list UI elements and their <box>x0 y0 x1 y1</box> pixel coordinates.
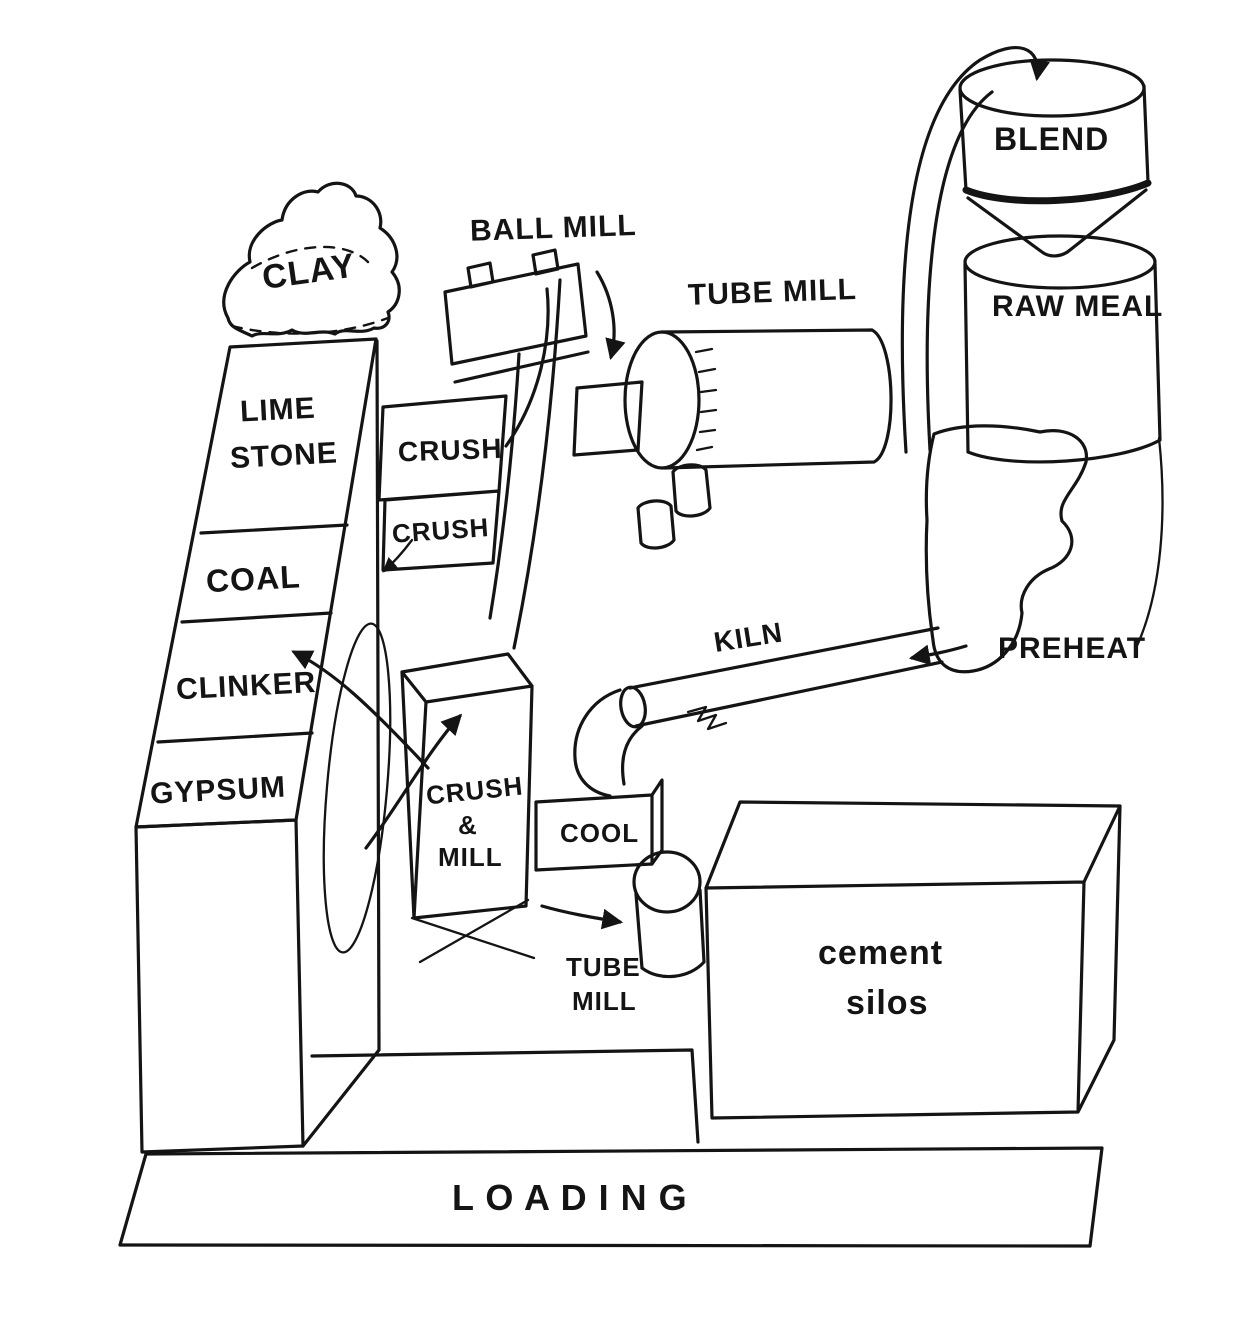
crush-and-mill: CRUSH & MILL <box>400 652 536 964</box>
label-ball-mill: BALL MILL <box>469 209 637 248</box>
blend-silo-top <box>958 58 1146 118</box>
kiln-squiggle <box>686 705 728 731</box>
stack-dividers <box>156 523 349 744</box>
kiln-left-end <box>619 685 647 729</box>
tube-mill-top: TUBE MILL <box>572 273 893 550</box>
label-coal: COAL <box>205 558 301 599</box>
label-limestone-line1: LIME <box>239 392 316 429</box>
ball-mill: BALL MILL <box>443 209 637 384</box>
cement-silos: cement silos <box>704 800 1122 1120</box>
blend-silo-sides <box>958 84 1150 192</box>
crushers: CRUSH CRUSH <box>377 394 508 572</box>
feed-to-crushmill-arrow <box>364 713 463 850</box>
clinker-return-arrow <box>291 650 430 770</box>
kiln-elbow-duct <box>573 688 644 798</box>
crusher-down-arrow <box>382 538 414 573</box>
tube-mill-body <box>660 328 893 470</box>
crushmill-to-tubemill-arrow <box>540 904 624 930</box>
preheater-to-kiln-arrow <box>908 644 968 666</box>
label-cement-line2: silos <box>846 984 928 1022</box>
tube-mill-bottom-body <box>634 888 706 979</box>
chute-curves <box>488 278 562 650</box>
raw-meal-body <box>963 262 1162 464</box>
flow-lines <box>291 270 626 954</box>
kiln-tube <box>628 626 944 728</box>
floor-edge <box>310 1048 700 1144</box>
cooler: COOL <box>534 778 664 872</box>
label-crush-mill-line2: & <box>458 810 478 840</box>
pipe-to-blend-outer <box>900 46 1050 454</box>
kiln: KILN <box>573 616 944 798</box>
blend-silo-band <box>962 179 1152 205</box>
label-loading: L O A D I N G <box>452 1177 688 1218</box>
preheater-outline <box>924 424 1088 674</box>
tube-mill-feeder-box <box>572 380 644 457</box>
stack-side-face-edges <box>301 339 381 1148</box>
label-clay: CLAY <box>260 246 358 297</box>
ballmill-to-tubemill-arrow <box>595 270 626 361</box>
label-cool: COOL <box>560 818 639 848</box>
tube-mill-bottom: TUBE MILL <box>566 850 706 1016</box>
label-tube-mill-small-line1: TUBE <box>566 952 641 982</box>
label-tube-mill-small-line2: MILL <box>572 986 637 1016</box>
cooler-box <box>534 778 664 872</box>
pipe-to-blend <box>900 46 1050 454</box>
clay-pile-shading <box>230 245 390 335</box>
label-gypsum: GYPSUM <box>149 771 287 811</box>
tube-mill-hatches <box>694 347 718 452</box>
cement-silos-box <box>704 800 1122 1120</box>
label-crush-mill-line3: MILL <box>438 842 503 872</box>
label-preheat: PREHEAT <box>998 632 1146 665</box>
stack-lower-wall <box>134 818 305 1154</box>
crush-mill-x-brace <box>410 898 536 964</box>
tube-mill-left-end <box>623 330 701 470</box>
loading-platform <box>118 1146 1104 1248</box>
crusher-boxes <box>377 394 508 572</box>
raw-meal-top <box>963 234 1157 290</box>
label-crush-mill-line1: CRUSH <box>425 771 525 811</box>
pipe-to-blend-inner <box>925 90 994 452</box>
label-raw-meal: RAW MEAL <box>992 290 1163 323</box>
label-kiln: KILN <box>712 616 785 657</box>
crush-mill-box <box>400 652 534 920</box>
floor-and-loading: L O A D I N G <box>118 1048 1104 1248</box>
tube-mill-bottom-top <box>632 850 702 914</box>
label-tube-mill: TUBE MILL <box>687 273 857 312</box>
bucket-elevator-loop <box>322 622 392 954</box>
blend-silo: BLEND <box>958 58 1152 258</box>
label-crush-lower: CRUSH <box>391 512 490 549</box>
clay-pile: CLAY <box>222 181 401 338</box>
label-crush-upper: CRUSH <box>397 433 503 468</box>
preheater: PREHEAT <box>908 424 1146 674</box>
ball-mill-box <box>443 248 590 384</box>
clay-pile-outline <box>222 181 401 338</box>
label-cement-line1: cement <box>818 934 943 972</box>
tube-mill-discharge-drums <box>636 463 712 550</box>
raw-meal-down-duct <box>1134 436 1164 650</box>
label-blend: BLEND <box>994 121 1109 157</box>
blend-funnel <box>966 188 1148 258</box>
raw-meal-silo: RAW MEAL <box>963 234 1164 650</box>
label-clinker: CLINKER <box>175 666 317 706</box>
storage-bins-stack: LIME STONE COAL CLINKER GYPSUM <box>134 337 381 1154</box>
label-limestone-line2: STONE <box>229 436 338 475</box>
